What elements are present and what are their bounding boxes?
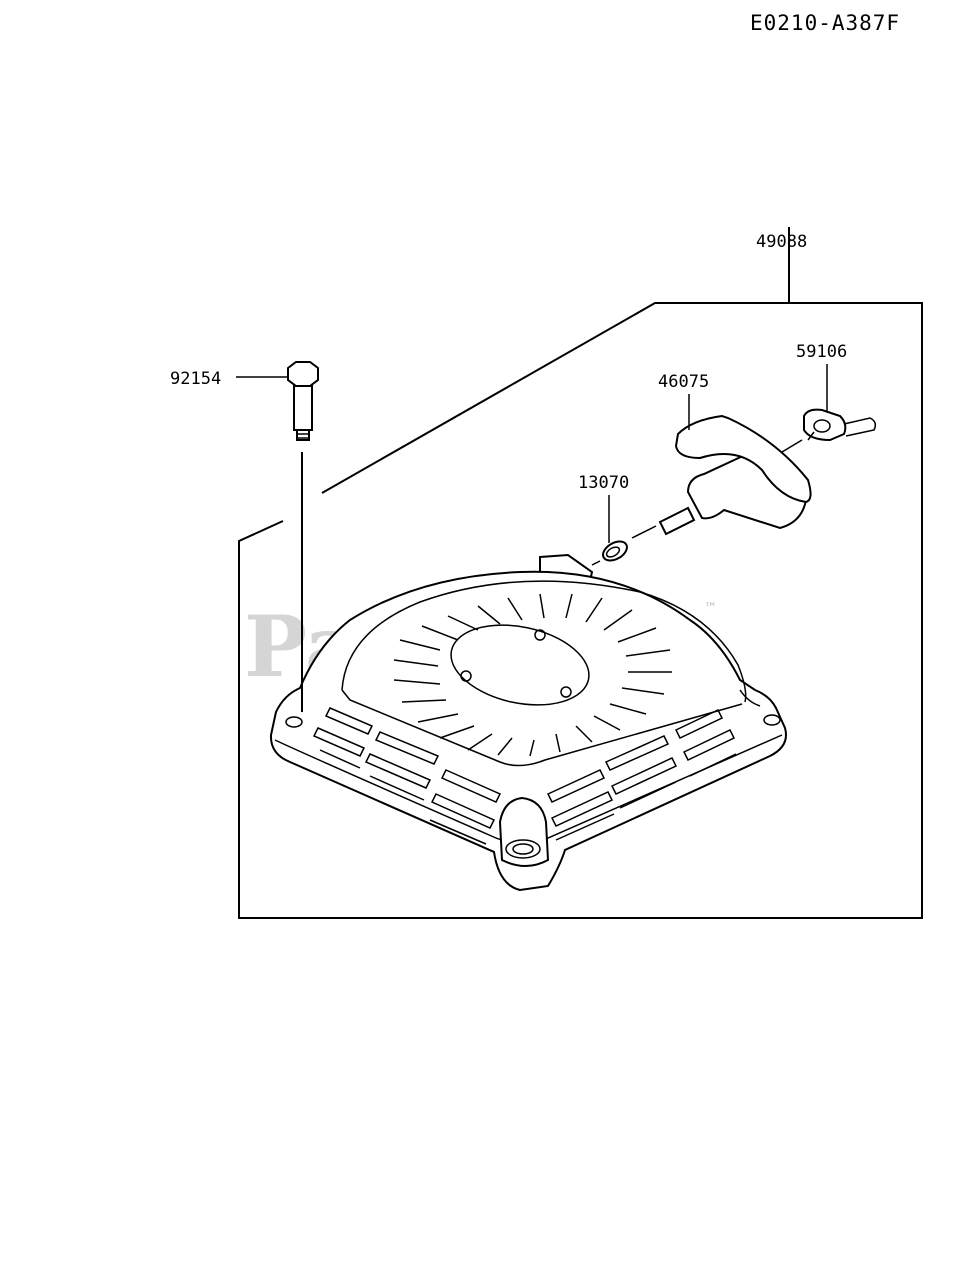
callout-59106-label: 59106 [796, 342, 847, 362]
starter-handle-46075 [631, 414, 812, 539]
callout-49088-label: 49088 [756, 232, 807, 252]
recoil-starter-housing [269, 553, 787, 892]
callout-46075: 46075 [658, 372, 709, 430]
callout-13070: 13070 [578, 473, 629, 543]
callout-46075-label: 46075 [658, 372, 709, 392]
bolt-92154 [287, 361, 319, 712]
callout-13070-label: 13070 [578, 473, 629, 493]
watermark-trademark: ™ [704, 601, 717, 616]
callout-59106: 59106 [796, 342, 847, 412]
rope-59106 [803, 408, 877, 442]
assembly-bracket [238, 227, 923, 919]
callout-49088: 49088 [756, 232, 807, 252]
reference-code: E0210-A387F [750, 11, 900, 35]
callout-92154: 92154 [170, 369, 288, 389]
rope-guide-bushing-13070 [591, 540, 628, 566]
callout-92154-label: 92154 [170, 369, 221, 389]
